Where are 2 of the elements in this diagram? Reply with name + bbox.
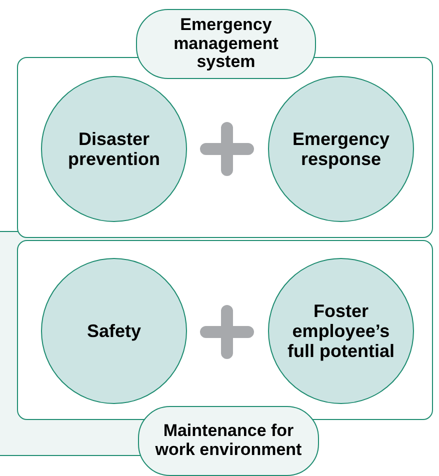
heading-pill: Maintenance for work environment (138, 406, 319, 476)
heading-pill: Emergency management system (136, 9, 316, 79)
